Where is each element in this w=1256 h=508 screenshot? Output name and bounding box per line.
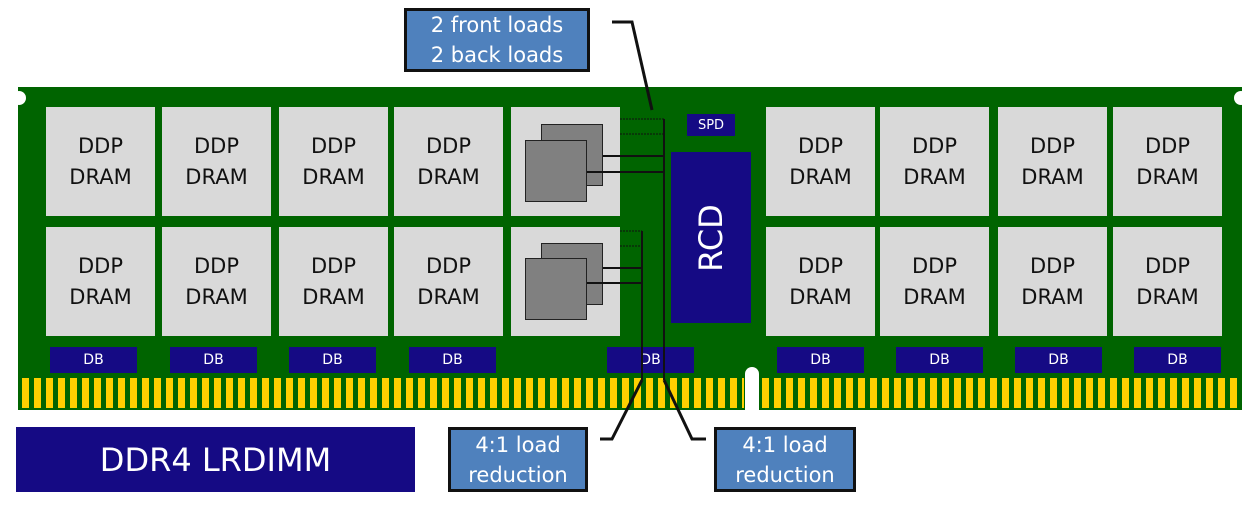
chip-label-line2: DRAM — [69, 164, 132, 189]
leader-line-top — [612, 20, 654, 111]
chip-label-line2: DRAM — [1021, 284, 1084, 309]
chip-label-line2: DRAM — [302, 284, 365, 309]
chip-label-line2: DRAM — [185, 164, 248, 189]
gold-contacts-left — [22, 378, 744, 408]
chip-label-line1: DDP — [425, 133, 471, 158]
chip-label-line1: DDP — [797, 253, 843, 278]
chip-label-line1: DDP — [797, 133, 843, 158]
ddp-dram-chip: DDP DRAM — [46, 227, 155, 336]
chip-label-line1: DDP — [425, 253, 471, 278]
callout-bottom-left-line2: reduction — [468, 462, 568, 487]
chip-label-line2: DRAM — [417, 164, 480, 189]
chip-label-line1: DDP — [1029, 253, 1075, 278]
data-buffer: DB — [777, 347, 864, 373]
chip-label-line2: DRAM — [1136, 164, 1199, 189]
chip-label-line1: DDP — [77, 253, 123, 278]
chip-label-line1: DDP — [310, 253, 356, 278]
spd-chip: SPD — [687, 114, 735, 136]
chip-label-line2: DRAM — [69, 284, 132, 309]
callout-bottom-left: 4:1 load reduction — [448, 427, 588, 492]
callout-bottom-right-line2: reduction — [735, 462, 835, 487]
data-buffer: DB — [1015, 347, 1102, 373]
chip-label-line2: DRAM — [903, 164, 966, 189]
data-buffer: DB — [289, 347, 376, 373]
callout-top-line2: 2 back loads — [430, 43, 564, 67]
ddp-dram-chip: DDP DRAM — [880, 107, 989, 216]
chip-label-line2: DRAM — [1021, 164, 1084, 189]
side-notch-left — [12, 91, 26, 105]
ddp-dram-chip: DDP DRAM — [880, 227, 989, 336]
rcd-chip: RCD — [671, 152, 751, 323]
ddp-dram-chip: DDP DRAM — [998, 227, 1107, 336]
ddp-dram-chip: DDP DRAM — [279, 227, 388, 336]
chip-label-line1: DDP — [1144, 253, 1190, 278]
bus-line — [641, 119, 665, 380]
ddp-dram-chip: DDP DRAM — [46, 107, 155, 216]
ddp-dram-chip: DDP DRAM — [162, 227, 271, 336]
chip-label-line1: DDP — [1144, 133, 1190, 158]
callout-bottom-left-line1: 4:1 load — [475, 432, 561, 457]
ddp-dram-chip: DDP DRAM — [1113, 227, 1222, 336]
ddp-dram-chip: DDP DRAM — [394, 107, 503, 216]
front-die-bottom — [525, 258, 587, 320]
front-die-top — [525, 140, 587, 202]
dashed-trace — [620, 118, 664, 135]
chip-label-line2: DRAM — [1136, 284, 1199, 309]
chip-label-line2: DRAM — [302, 164, 365, 189]
data-buffer: DB — [1134, 347, 1221, 373]
key-notch — [745, 367, 759, 411]
diagram-title: DDR4 LRDIMM — [16, 427, 415, 492]
leader-line-bottom-right — [662, 379, 706, 441]
chip-label-line1: DDP — [1029, 133, 1075, 158]
ddp-dram-chip: DDP DRAM — [1113, 107, 1222, 216]
ddp-dram-chip: DDP DRAM — [394, 227, 503, 336]
ddp-dram-chip: DDP DRAM — [279, 107, 388, 216]
callout-top-line1: 2 front loads — [430, 13, 564, 37]
ddp-dram-chip: DDP DRAM — [162, 107, 271, 216]
chip-label-line1: DDP — [911, 253, 957, 278]
leader-line-bottom-left — [600, 379, 644, 441]
dashed-trace — [620, 230, 642, 247]
data-buffer: DB — [50, 347, 137, 373]
trace — [587, 155, 664, 173]
ddp-dram-chip: DDP DRAM — [998, 107, 1107, 216]
chip-label-line1: DDP — [77, 133, 123, 158]
callout-bottom-right: 4:1 load reduction — [714, 427, 856, 492]
chip-label-line2: DRAM — [903, 284, 966, 309]
trace — [587, 267, 642, 284]
data-buffer: DB — [607, 347, 694, 373]
side-notch-right — [1234, 91, 1248, 105]
chip-label-line1: DDP — [193, 253, 239, 278]
callout-bottom-right-line1: 4:1 load — [742, 432, 828, 457]
ddp-dram-chip: DDP DRAM — [766, 227, 875, 336]
gold-contacts-right — [762, 378, 1238, 408]
data-buffer: DB — [170, 347, 257, 373]
chip-label-line2: DRAM — [417, 284, 480, 309]
chip-label-line1: DDP — [310, 133, 356, 158]
data-buffer: DB — [896, 347, 983, 373]
chip-label-line2: DRAM — [185, 284, 248, 309]
callout-top: 2 front loads 2 back loads — [404, 8, 590, 72]
chip-label-line1: DDP — [193, 133, 239, 158]
ddp-dram-chip: DDP DRAM — [766, 107, 875, 216]
data-buffer: DB — [409, 347, 496, 373]
chip-label-line2: DRAM — [789, 284, 852, 309]
chip-label-line1: DDP — [911, 133, 957, 158]
chip-label-line2: DRAM — [789, 164, 852, 189]
